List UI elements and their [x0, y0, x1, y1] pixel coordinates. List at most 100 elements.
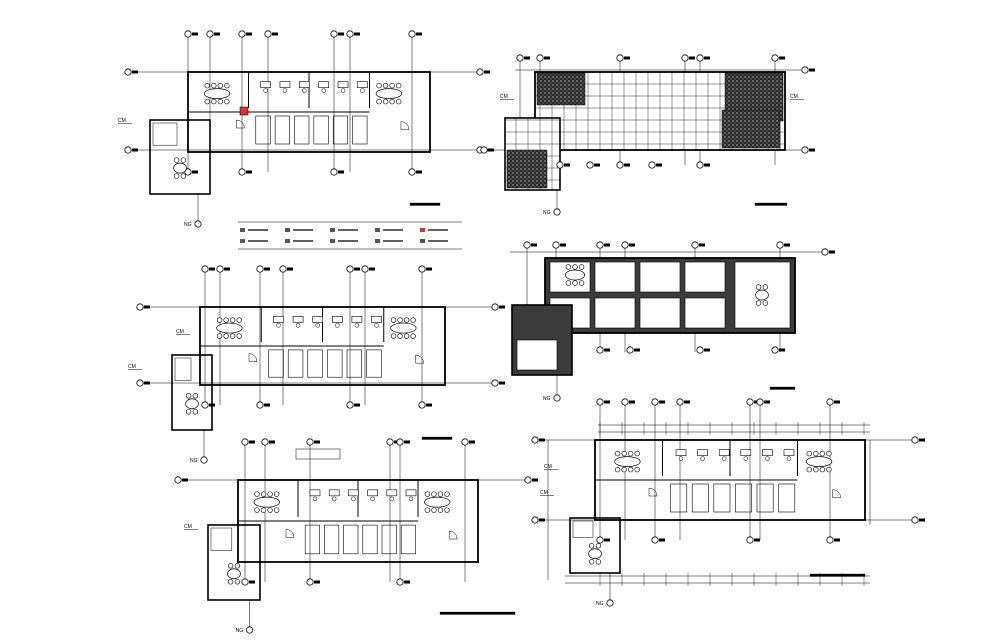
grid-bubble-circle: [396, 578, 404, 586]
chair: [360, 88, 365, 93]
grid-bubble-circle: [256, 401, 264, 409]
grid-tag: [754, 538, 760, 542]
level-marker-label: CM: [500, 94, 508, 100]
chair: [762, 284, 769, 290]
scale-bar: [439, 611, 516, 615]
grid-tag: [689, 56, 695, 60]
grid-bubble-circle: [306, 438, 314, 446]
grid-bubble: [408, 30, 422, 38]
small-room: [294, 115, 310, 145]
grid-tag: [629, 400, 635, 404]
chair: [397, 317, 403, 323]
grid-tag: [684, 400, 690, 404]
grid-tag: [784, 243, 790, 247]
desk-top: [367, 489, 378, 497]
chair: [227, 579, 234, 585]
desk-top: [405, 489, 417, 497]
room: [639, 297, 681, 329]
grid-bubble: [241, 578, 255, 586]
chair: [382, 82, 389, 89]
chair: [395, 98, 402, 105]
grid-bubble-circle: [648, 161, 656, 169]
chair: [335, 323, 340, 328]
grid-tag: [539, 518, 545, 522]
chair: [204, 98, 210, 105]
chair: [204, 82, 210, 89]
grid-bubble: [330, 168, 344, 176]
chair: [389, 82, 395, 89]
grid-bubble: [596, 241, 610, 249]
chair: [282, 88, 288, 93]
room: [639, 261, 681, 293]
grid-bubble-circle: [491, 379, 499, 387]
grid-bubble: [536, 54, 550, 62]
level-marker-label: CM: [540, 490, 548, 496]
grid-bubble-circle: [552, 241, 560, 249]
chair: [370, 496, 375, 502]
grid-bubble: [531, 516, 545, 524]
desk: [318, 81, 329, 93]
legend-swatch: [375, 239, 380, 243]
room: [516, 339, 558, 371]
grid-bubble: [691, 241, 705, 249]
desk-top: [318, 81, 329, 88]
chair: [578, 264, 585, 270]
grid-bubble: [648, 161, 662, 169]
grid-marker-label: NG: [596, 601, 604, 607]
grid-bubble: [596, 536, 610, 544]
grid-marker: NG: [543, 208, 561, 216]
chair: [229, 317, 236, 323]
desk-top: [348, 489, 359, 497]
grid-bubble: [801, 146, 815, 154]
floor-plan-4: NG: [510, 241, 835, 402]
table-top: [805, 456, 833, 467]
grid-tag: [624, 56, 630, 60]
grid-tag: [634, 348, 640, 352]
grid-tag: [604, 348, 610, 352]
desk: [351, 316, 363, 328]
desk: [260, 81, 271, 93]
grid-tag: [192, 32, 198, 36]
table-top: [216, 322, 243, 334]
chair: [565, 280, 572, 286]
grid-bubble-circle: [184, 168, 192, 176]
chair: [351, 496, 356, 502]
door-swing: [400, 121, 410, 130]
grid-tag: [484, 70, 490, 74]
scale-bar: [809, 573, 866, 577]
chair: [588, 559, 595, 565]
grid-bubble-circle: [681, 54, 689, 62]
grid-tag: [246, 32, 252, 36]
grid-bubble: [524, 476, 538, 484]
grid-tag: [338, 32, 344, 36]
grid-tag: [246, 170, 252, 174]
chair: [437, 491, 444, 497]
grid-tag: [834, 400, 840, 404]
grid-bubble-circle: [801, 146, 809, 154]
table-top: [565, 269, 585, 281]
small-room: [327, 349, 343, 378]
door-swing: [648, 487, 658, 497]
grid-bubble: [306, 438, 320, 446]
chair: [273, 491, 280, 497]
desk: [675, 449, 687, 461]
grid-tag: [404, 580, 410, 584]
grid-tag: [416, 32, 422, 36]
chair: [755, 300, 762, 306]
small-room: [287, 349, 304, 378]
grid-bubble: [184, 30, 198, 38]
grid-bubble: [651, 536, 665, 544]
scale-bar: [769, 386, 796, 390]
chair: [721, 456, 727, 461]
grid-bubble: [418, 265, 432, 273]
small-room: [352, 115, 368, 145]
chair: [410, 333, 416, 339]
grid-tag: [469, 440, 475, 444]
grid-bubble: [241, 438, 255, 446]
grid-bubble-circle: [418, 401, 426, 409]
grid-marker: NG: [190, 456, 208, 464]
grid-tag: [132, 148, 138, 152]
chair: [185, 409, 192, 415]
